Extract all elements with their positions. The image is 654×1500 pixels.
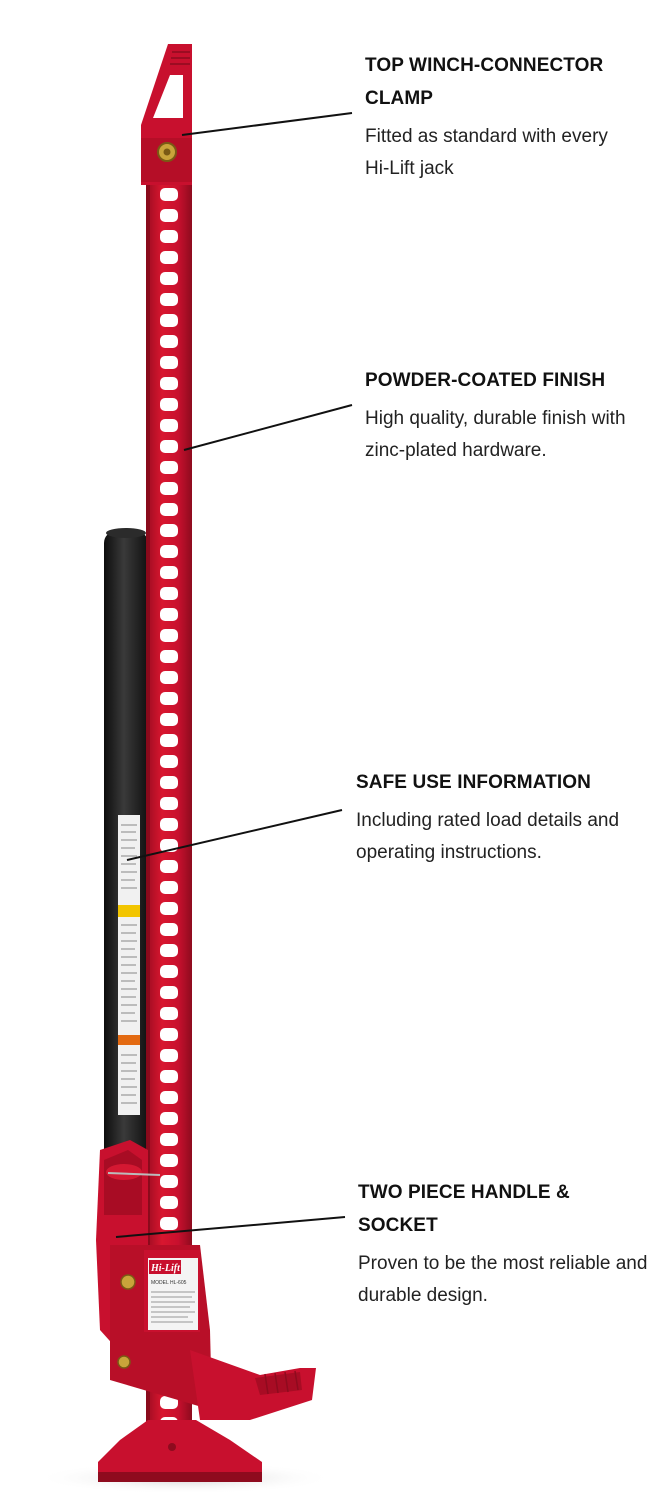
bar-hole [160, 377, 178, 390]
bar-hole [160, 923, 178, 936]
callout-safe-use-information: SAFE USE INFORMATION Including rated loa… [356, 766, 646, 869]
callout-top-clamp: TOP WINCH-CONNECTOR CLAMP Fitted as stan… [365, 49, 635, 185]
bar-hole [160, 1028, 178, 1041]
svg-text:MODEL HL-605: MODEL HL-605 [151, 1280, 187, 1286]
bar-hole [160, 860, 178, 873]
bar-hole [160, 692, 178, 705]
bar-hole [160, 272, 178, 285]
bar-hole [160, 356, 178, 369]
leader-lines [115, 112, 353, 1238]
bar-hole [160, 482, 178, 495]
base-plate [98, 1420, 262, 1482]
bar-hole [160, 713, 178, 726]
bar-hole [160, 902, 178, 915]
bar-hole [160, 797, 178, 810]
leader-line-handle [115, 1216, 346, 1238]
bar-hole [160, 566, 178, 579]
bar-hole [160, 1133, 178, 1146]
bar-hole [160, 650, 178, 663]
bar-hole [160, 944, 178, 957]
bar-hole [160, 587, 178, 600]
callout-description: Including rated load details and operati… [356, 810, 620, 863]
callout-title: TWO PIECE HANDLE & SOCKET [358, 1182, 570, 1236]
bar-hole [160, 293, 178, 306]
callout-description: Proven to be the most reliable and durab… [358, 1253, 648, 1306]
bar-hole [160, 1070, 178, 1083]
leader-line-top-clamp [181, 112, 353, 136]
bar-hole [160, 734, 178, 747]
bar-hole [160, 335, 178, 348]
bar-hole [160, 524, 178, 537]
handle [104, 528, 148, 1171]
bar-hole [160, 188, 178, 201]
callout-title: TOP WINCH-CONNECTOR CLAMP [365, 55, 604, 109]
bar-hole [160, 545, 178, 558]
bar-hole [160, 1196, 178, 1209]
callout-two-piece-handle: TWO PIECE HANDLE & SOCKET Proven to be t… [358, 1176, 652, 1312]
bar-hole [160, 419, 178, 432]
bar-hole [160, 398, 178, 411]
callout-description: Fitted as standard with every Hi-Lift ja… [365, 126, 608, 179]
bar-hole [160, 503, 178, 516]
bar-hole [160, 755, 178, 768]
callout-description: High quality, durable finish with zinc-p… [365, 408, 626, 461]
bar-hole [160, 881, 178, 894]
bar-hole [160, 629, 178, 642]
bar-hole [160, 1396, 178, 1409]
bar-hole [160, 1007, 178, 1020]
hi-lift-logo-icon: Hi-Lift [150, 1263, 181, 1274]
leader-line-finish [183, 404, 353, 451]
bar-hole [160, 251, 178, 264]
callout-title: POWDER-COATED FINISH [365, 370, 606, 391]
bar-hole [160, 1154, 178, 1167]
bar-hole [160, 1049, 178, 1062]
top-clamp [141, 44, 192, 185]
bar-hole [160, 209, 178, 222]
bar-hole [160, 965, 178, 978]
bar-hole [160, 440, 178, 453]
bar-hole [160, 230, 178, 243]
bar-holes [160, 188, 178, 1430]
jack-body: Hi-Lift MODEL HL-605 [110, 1245, 316, 1420]
callout-title: SAFE USE INFORMATION [356, 772, 591, 793]
bar-hole [160, 776, 178, 789]
bar-hole [160, 314, 178, 327]
bar-hole [160, 1175, 178, 1188]
bar-hole [160, 461, 178, 474]
bar-hole [160, 818, 178, 831]
bar-hole [160, 671, 178, 684]
bar-hole [160, 1091, 178, 1104]
bar-hole [160, 608, 178, 621]
bar-hole [160, 986, 178, 999]
callout-powder-coated-finish: POWDER-COATED FINISH High quality, durab… [365, 364, 654, 467]
leader-line-safe-use [126, 809, 343, 861]
bar-hole [160, 1112, 178, 1125]
bar-hole [160, 1217, 178, 1230]
